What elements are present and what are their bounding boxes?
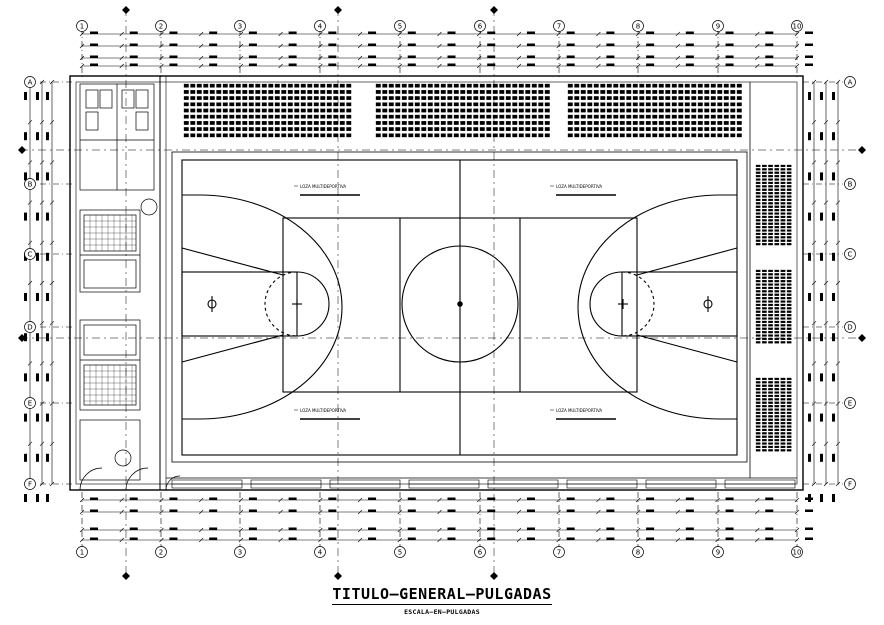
grid-col-label-bottom: 2 [159, 549, 163, 557]
drawing-title: TITULO–GENERAL–PULGADAS [0, 585, 884, 605]
grid-col-label-bottom: 5 [398, 549, 402, 557]
tile-hatching [84, 215, 136, 405]
grid-col-label-bottom: 1 [80, 549, 84, 557]
drawing-subtitle: ESCALA–EN–PULGADAS [404, 608, 480, 616]
grid-col-label-bottom: 10 [793, 549, 802, 557]
grid-col-label-bottom: 3 [238, 549, 242, 557]
court-label-top-right: LOZA MULTIDEPORTIVA [556, 184, 602, 189]
grid-row-label-right: E [848, 400, 852, 408]
grid-row-label-right: A [848, 79, 853, 87]
grid-col-label-top: 7 [557, 23, 561, 31]
grid-col-label-top: 8 [636, 23, 640, 31]
court-label-bottom-left: LOZA MULTIDEPORTIVA [300, 408, 346, 413]
grid-row-label-right: C [848, 251, 853, 259]
grid-col-label-bottom: 9 [716, 549, 720, 557]
grid-col-label-bottom: 8 [636, 549, 640, 557]
building-outline [69, 75, 804, 491]
grid-col-label-top: 1 [80, 23, 84, 31]
grid-col-label-top: 6 [478, 23, 483, 31]
bottom-bays [171, 479, 796, 489]
grid-row-label-right: F [848, 481, 852, 489]
grid-col-label-bottom: 4 [318, 549, 323, 557]
court-label-bottom-right: LOZA MULTIDEPORTIVA [556, 408, 602, 413]
grid-col-label-top: 3 [238, 23, 242, 31]
grid-col-label-top: 9 [716, 23, 720, 31]
grid-row-label-left: C [28, 251, 33, 259]
grid-col-label-top: 4 [318, 23, 323, 31]
grid-col-label-bottom: 7 [557, 549, 561, 557]
dimension-lines [24, 31, 841, 543]
grid-row-label-left: F [28, 481, 32, 489]
grid-col-label-top: 10 [793, 23, 802, 31]
court-label-top-left: LOZA MULTIDEPORTIVA [300, 184, 346, 189]
grid-row-label-right: D [847, 324, 852, 332]
grid-col-label-top: 5 [398, 23, 402, 31]
court-labels: LOZA MULTIDEPORTIVA LOZA MULTIDEPORTIVA … [294, 184, 616, 420]
service-rooms [79, 83, 181, 491]
bleacher-seating [183, 83, 792, 452]
grid-row-label-left: B [28, 181, 33, 189]
drawing-title-text: TITULO–GENERAL–PULGADAS [332, 585, 552, 605]
grid-row-label-right: B [848, 181, 853, 189]
grid-row-label-left: E [28, 400, 32, 408]
grid-row-label-left: D [27, 324, 32, 332]
grid-row-label-left: A [28, 79, 33, 87]
grid-col-label-bottom: 6 [478, 549, 483, 557]
grid-col-label-top: 2 [159, 23, 163, 31]
court [171, 151, 748, 463]
